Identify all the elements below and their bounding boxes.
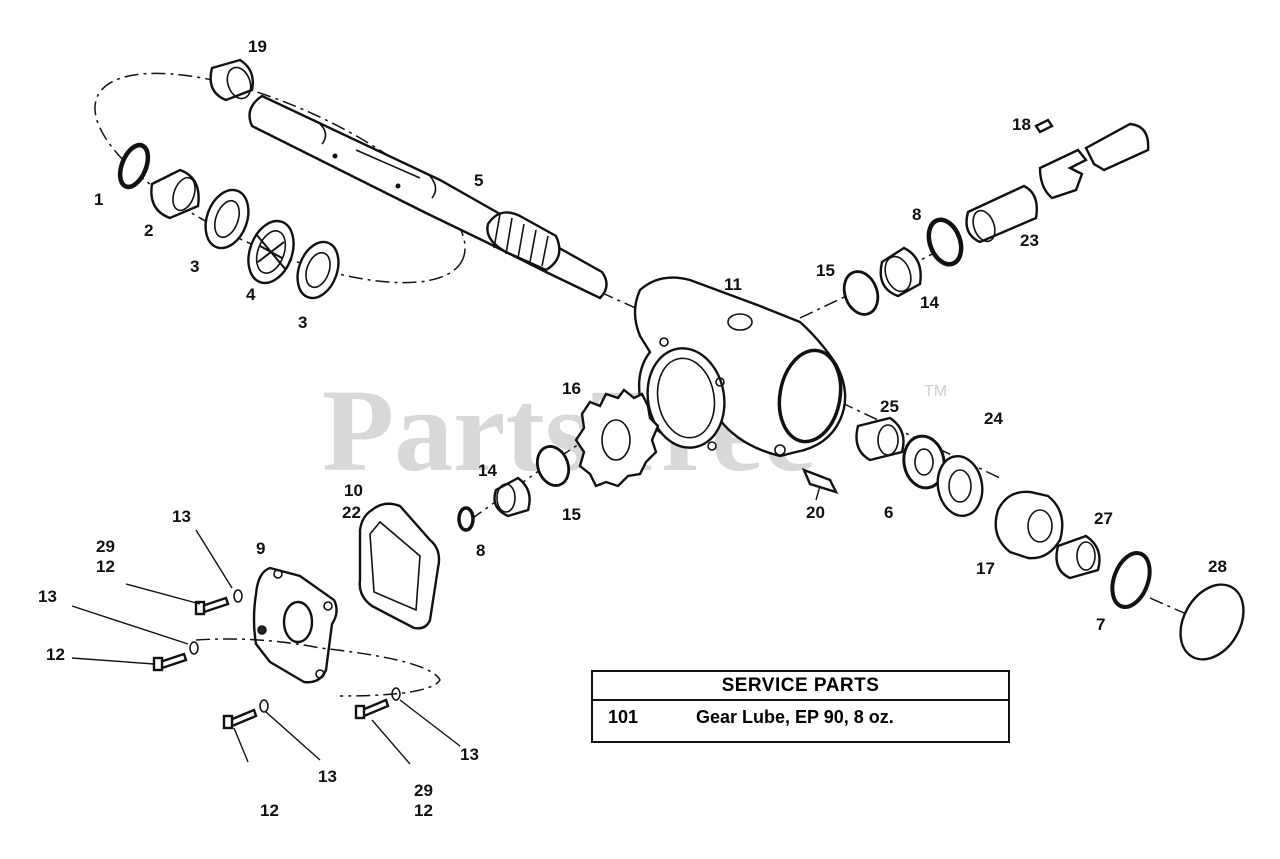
part-11-gear-housing[interactable] <box>633 276 848 458</box>
part-7-ring[interactable] <box>1105 548 1156 612</box>
part-23-shaft[interactable] <box>965 122 1150 244</box>
callout-29b: 29 <box>414 781 433 800</box>
callout-12c: 12 <box>260 801 279 820</box>
part-5-worm-shaft[interactable] <box>248 94 608 300</box>
part-3-washer-b[interactable] <box>290 236 346 303</box>
service-parts-title: SERVICE PARTS <box>593 672 1008 701</box>
callout-13d: 13 <box>460 745 479 764</box>
part-14-bushing-b[interactable] <box>493 476 531 518</box>
callout-24: 24 <box>984 409 1003 428</box>
part-24-washer[interactable] <box>933 453 987 520</box>
callout-15b: 15 <box>562 505 581 524</box>
callout-6: 6 <box>884 503 893 522</box>
part-27-bushing[interactable] <box>1055 534 1101 580</box>
callout-16: 16 <box>562 379 581 398</box>
part-3-washer-a[interactable] <box>198 184 256 254</box>
callout-4: 4 <box>246 285 256 304</box>
callouts: 19 1 2 3 4 3 5 18 8 23 11 15 14 16 25 24… <box>38 37 1227 820</box>
callout-12b: 12 <box>46 645 65 664</box>
bolt-b[interactable] <box>152 641 199 672</box>
part-8-ring-b[interactable] <box>457 506 475 532</box>
part-14-bushing-a[interactable] <box>879 246 922 298</box>
callout-17: 17 <box>976 559 995 578</box>
watermark-trademark: TM <box>924 383 947 400</box>
part-4-thrust-bearing[interactable] <box>240 215 301 290</box>
part-20-plug[interactable] <box>801 467 839 494</box>
part-10-22-gasket[interactable] <box>358 502 441 630</box>
bolt-a[interactable] <box>194 589 243 616</box>
part-25-bushing[interactable] <box>855 416 905 462</box>
callout-13c: 13 <box>318 767 337 786</box>
callout-18: 18 <box>1012 115 1031 134</box>
callout-20: 20 <box>806 503 825 522</box>
part-15-ring-b[interactable] <box>532 442 574 490</box>
callout-11: 11 <box>724 275 742 294</box>
part-19-bushing[interactable] <box>209 58 255 102</box>
callout-25: 25 <box>880 397 899 416</box>
callout-7: 7 <box>1096 615 1105 634</box>
bolt-c[interactable] <box>222 699 269 730</box>
part-2-bearing[interactable] <box>150 168 200 220</box>
callout-1: 1 <box>94 190 103 209</box>
callout-29a: 29 <box>96 537 115 556</box>
callout-28: 28 <box>1208 557 1227 576</box>
part-17-collar[interactable] <box>994 490 1064 560</box>
callout-12d: 12 <box>414 801 433 820</box>
service-part-number: 101 <box>608 707 639 727</box>
callout-5: 5 <box>474 171 483 190</box>
part-9-cover[interactable] <box>252 566 338 684</box>
callout-14b: 14 <box>478 461 497 480</box>
part-28-o-ring[interactable] <box>1168 573 1256 670</box>
callout-13a: 13 <box>172 507 191 526</box>
callout-27: 27 <box>1094 509 1113 528</box>
callout-3a: 3 <box>190 257 199 276</box>
callout-9: 9 <box>256 539 265 558</box>
callout-22: 22 <box>342 503 361 522</box>
service-parts-table: SERVICE PARTS 101 Gear Lube, EP 90, 8 oz… <box>591 670 1010 743</box>
part-18-key[interactable] <box>1034 118 1054 134</box>
part-1-ring[interactable] <box>115 141 154 191</box>
callout-10: 10 <box>344 481 363 500</box>
service-parts-row[interactable]: 101 Gear Lube, EP 90, 8 oz. <box>593 701 1008 741</box>
group-outline-lower <box>195 638 441 697</box>
callout-15a: 15 <box>816 261 835 280</box>
callout-23: 23 <box>1020 231 1039 250</box>
part-8-ring-a[interactable] <box>923 215 967 268</box>
bolt-d[interactable] <box>354 687 401 720</box>
callout-19: 19 <box>248 37 267 56</box>
part-16-gear[interactable] <box>574 388 660 488</box>
callout-3b: 3 <box>298 313 307 332</box>
callout-12a: 12 <box>96 557 115 576</box>
callout-8a: 8 <box>912 205 921 224</box>
service-part-description: Gear Lube, EP 90, 8 oz. <box>696 707 894 727</box>
callout-8b: 8 <box>476 541 485 560</box>
callout-2: 2 <box>144 221 153 240</box>
leader-lines <box>71 485 821 765</box>
part-6-washer[interactable] <box>900 433 948 491</box>
callout-14a: 14 <box>920 293 939 312</box>
part-15-ring-a[interactable] <box>838 267 883 319</box>
callout-13b: 13 <box>38 587 57 606</box>
